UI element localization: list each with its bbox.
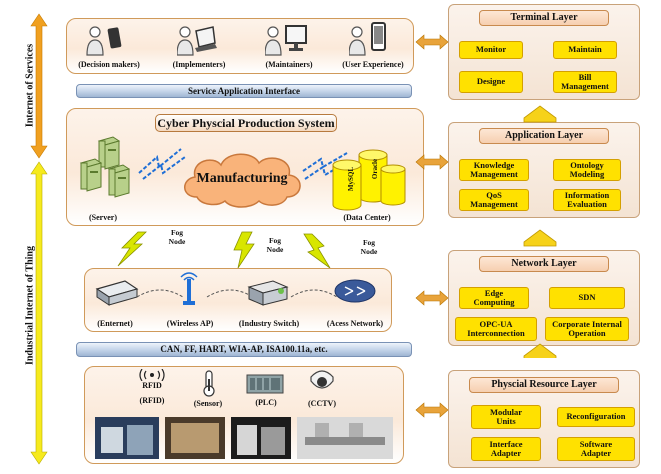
factory-photo-strip [95, 417, 393, 459]
fog-bolts [117, 231, 331, 269]
layer-title: Network Layer [479, 256, 609, 272]
rfid-icon-text: RFID [142, 381, 162, 390]
layer-item: Reconfiguration [557, 407, 635, 427]
database-icon [332, 149, 406, 211]
plc-icon [246, 374, 284, 394]
network-device-label: (Industry Switch) [238, 319, 300, 328]
layer-item: Monitor [459, 41, 523, 59]
layer-up-arrows [523, 105, 557, 358]
network-device-label: (Enternet) [97, 319, 133, 328]
layer-item: Bill Management [553, 71, 617, 93]
user-label: (User Experience) [342, 60, 404, 69]
wireless-ap-icon [180, 272, 198, 305]
db-label: MySQL [347, 166, 356, 192]
person-monitor-icon [265, 25, 307, 56]
layer-item: SDN [549, 287, 625, 309]
layer-item: OPC-UA Interconnection [455, 317, 537, 341]
application-layer-panel: Application Layer Knowledge Management O… [448, 122, 640, 218]
cctv-icon [310, 370, 334, 389]
user-label: (Maintainers) [265, 60, 313, 69]
layer-item: Designe [459, 71, 523, 93]
physical-resource-layer-panel: Physcial Resource Layer Modular Units Re… [448, 370, 640, 468]
fog-node-label: Fog Node [266, 236, 284, 254]
layer-title: Application Layer [479, 128, 609, 144]
sensor-icon [203, 370, 215, 397]
layer-item: Modular Units [471, 405, 541, 429]
fog-node-label: Fog Node [168, 228, 186, 246]
manufacturing-label: Manufacturing [196, 171, 288, 186]
rfid-signal-icon [139, 369, 165, 381]
network-panel: (Enternet) (Wireless AP) (Industry Switc… [84, 268, 392, 332]
layer-item: Corporate Internal Operation [545, 317, 629, 341]
layer-item: Ontology Modeling [553, 159, 621, 181]
network-device-label: (Acess Network) [326, 319, 384, 328]
protocol-bar: CAN, FF, HART, WIA-AP, ISA100.11a, etc. [76, 342, 412, 357]
network-layer-panel: Network Layer Edge Computing SDN OPC-UA … [448, 250, 640, 346]
manufacturing-cloud-icon [184, 153, 301, 208]
person-tablet-icon [86, 26, 122, 56]
device-label: (Sensor) [193, 399, 223, 408]
server-label: (Server) [89, 213, 117, 222]
dashed-link [290, 289, 338, 298]
layer-item: Information Evaluation [553, 189, 621, 211]
layer-item: Software Adapter [557, 437, 635, 461]
layer-item: Edge Computing [459, 287, 529, 309]
left-axis-arrows [30, 13, 48, 465]
wireless-link-icon [138, 148, 186, 180]
industry-switch-icon [247, 280, 289, 306]
internet-of-services-label: Internet of Services [24, 43, 36, 128]
layer-item: QoS Management [459, 189, 529, 211]
fog-node-label: Fog Node [360, 238, 378, 256]
device-panel: RFID (RFID) (Sensor) (PLC) (CCTV) [84, 366, 404, 464]
device-label: (RFID) [139, 396, 165, 405]
cpps-title: Cyber Physcial Production System [155, 114, 337, 132]
user-label: (Decision makers) [78, 60, 140, 69]
user-label: (Implementers) [172, 60, 226, 69]
access-network-icon [334, 279, 376, 303]
datacenter-label: (Data Center) [343, 213, 391, 222]
layer-item: Knowledge Management [459, 159, 529, 181]
ethernet-router-icon [95, 280, 139, 306]
layer-title: Physcial Resource Layer [469, 377, 619, 393]
network-device-label: (Wireless AP) [166, 319, 214, 328]
layer-item: Maintain [553, 41, 617, 59]
industrial-iot-label: Industrial Internet of Thing [24, 246, 36, 366]
person-phone-icon [349, 22, 386, 56]
layer-title: Terminal Layer [479, 10, 609, 26]
layer-item: Interface Adapter [471, 437, 541, 461]
person-laptop-icon [177, 26, 217, 56]
device-label: (PLC) [255, 398, 277, 407]
layer-connector-arrows [415, 34, 449, 418]
db-label: Oracle [371, 158, 380, 180]
terminal-layer-panel: Terminal Layer Monitor Maintain Designe … [448, 4, 640, 100]
device-label: (CCTV) [308, 399, 336, 408]
services-panel: (Decision makers) (Implementers) (Mainta… [66, 18, 414, 74]
server-icon [79, 136, 131, 198]
cpps-panel: Cyber Physcial Production System (Server… [66, 108, 424, 226]
service-application-interface-bar: Service Application Interface [76, 84, 412, 98]
